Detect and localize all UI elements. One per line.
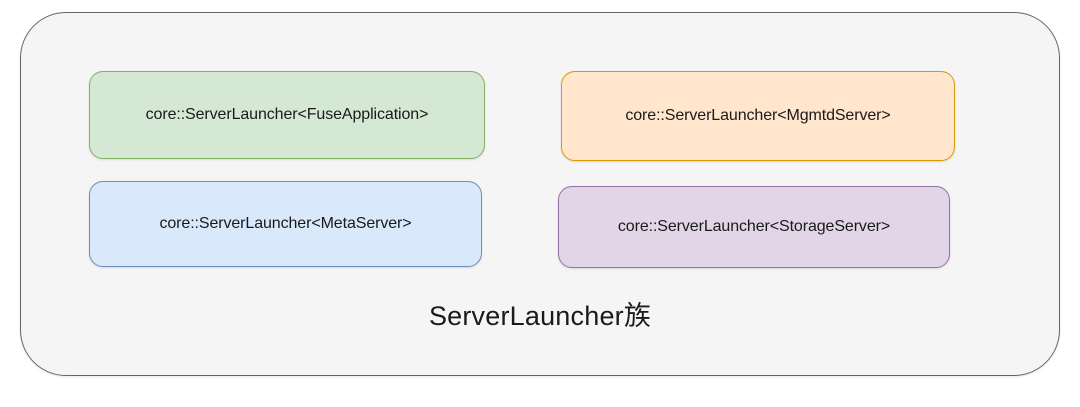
server-launcher-group-container: core::ServerLauncher<FuseApplication> co… [20, 12, 1060, 376]
node-storage-server[interactable]: core::ServerLauncher<StorageServer> [558, 186, 950, 268]
node-meta-server-label: core::ServerLauncher<MetaServer> [159, 215, 412, 232]
node-mgmtd-server-label: core::ServerLauncher<MgmtdServer> [625, 107, 891, 124]
node-storage-server-label: core::ServerLauncher<StorageServer> [617, 218, 891, 235]
group-title: ServerLauncher族 [428, 301, 652, 331]
node-fuse-application-label: core::ServerLauncher<FuseApplication> [145, 106, 429, 123]
node-mgmtd-server[interactable]: core::ServerLauncher<MgmtdServer> [561, 71, 955, 161]
server-launcher-node-grid: core::ServerLauncher<FuseApplication> co… [89, 71, 993, 268]
node-meta-server[interactable]: core::ServerLauncher<MetaServer> [89, 181, 482, 267]
node-fuse-application[interactable]: core::ServerLauncher<FuseApplication> [89, 71, 485, 159]
